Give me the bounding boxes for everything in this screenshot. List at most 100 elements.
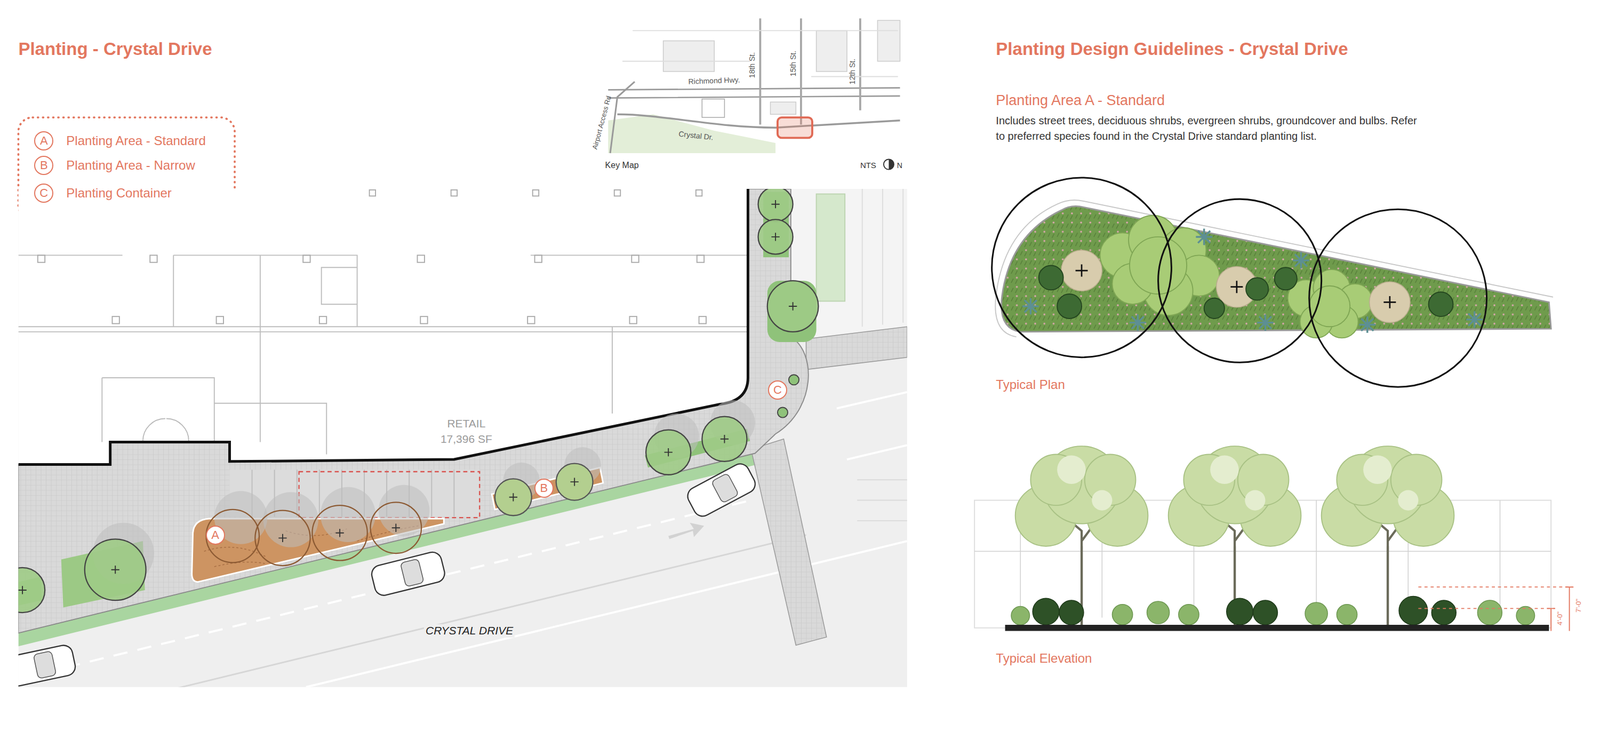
planting-container [777, 406, 788, 418]
shrub [1011, 606, 1030, 625]
key-map [617, 114, 901, 128]
callout-letter: B [34, 155, 54, 175]
car [684, 460, 758, 519]
shrub [1477, 600, 1502, 625]
road-name: CRYSTAL DRIVE [424, 624, 515, 637]
street-tree [494, 463, 594, 516]
tree-canopy [992, 177, 1172, 358]
area-name: RETAIL [446, 417, 486, 430]
column [369, 189, 376, 196]
curb [995, 200, 1554, 337]
car [684, 460, 758, 519]
street-tree [205, 509, 259, 563]
evergreen-shrub [1032, 597, 1060, 625]
building-outline [18, 188, 748, 465]
column [216, 316, 224, 324]
car [400, 558, 424, 587]
dimension: 7'-0" [1574, 598, 1583, 613]
evergreen-shrub [1059, 600, 1084, 625]
car [369, 549, 447, 597]
column [37, 189, 707, 324]
shrub [1011, 600, 1535, 625]
evergreen-shrub [1226, 597, 1254, 625]
canopy-highlight [1091, 489, 1112, 510]
deciduous-shrub [1309, 285, 1351, 327]
shrub [1305, 602, 1328, 625]
street-label: Crystal Dr. [678, 129, 715, 142]
column [534, 254, 542, 262]
key-map [605, 15, 904, 156]
north-label: N [897, 161, 903, 170]
column [112, 316, 119, 324]
legend-label: Planting Area - Narrow [66, 157, 195, 173]
street-label: Richmond Hwy. [688, 75, 741, 86]
site-plan [862, 188, 904, 327]
key-map [663, 20, 901, 115]
column [532, 189, 539, 196]
sidewalk [18, 188, 808, 633]
column [417, 254, 425, 262]
tree-canopy [1309, 209, 1487, 387]
callout-text: A [211, 529, 220, 541]
evergreen-shrub [1038, 265, 1064, 290]
evergreen-shrub [1431, 600, 1456, 625]
callout-text: A [40, 134, 48, 147]
legend-label: Planting Container [66, 185, 172, 201]
road-arrow [668, 522, 704, 540]
site-plan [18, 188, 907, 687]
canopy-highlight [1244, 489, 1266, 510]
site-plan [857, 479, 908, 521]
column [149, 254, 157, 262]
evergreen-shrub [1032, 595, 1456, 625]
canopy-highlight [1210, 454, 1239, 484]
key-map [760, 18, 861, 125]
canopy-highlight [1397, 489, 1419, 510]
grass-plant [1022, 228, 1483, 333]
column [631, 254, 639, 262]
shrub [1516, 606, 1535, 625]
evergreen-shrub [1398, 595, 1428, 625]
column [451, 189, 458, 196]
body-text: Includes street trees, deciduous shrubs,… [995, 113, 1423, 144]
column [302, 254, 310, 262]
car [18, 643, 77, 687]
dimension-line [1418, 586, 1573, 608]
callout-text: C [773, 384, 782, 396]
scale-note: NTS [860, 160, 877, 170]
street-tree [205, 501, 422, 566]
site-plan [18, 188, 907, 687]
building [18, 188, 748, 465]
shrub [1178, 604, 1199, 625]
tree-canopy [1015, 445, 1455, 547]
planting-container [788, 374, 799, 385]
map-caption: Key Map [605, 160, 639, 171]
callout-letter: A [205, 525, 226, 545]
column [629, 316, 637, 324]
key-map [610, 81, 635, 154]
evergreen-shrub [1057, 293, 1082, 319]
column [699, 316, 707, 324]
planting-bed [1001, 206, 1552, 332]
car [33, 650, 56, 679]
street-label: 12th St. [848, 58, 857, 85]
street-label: Airport Access Rd [590, 94, 613, 151]
evergreen-shrub [1252, 600, 1278, 625]
canopy-highlight [1057, 454, 1086, 484]
key-map [701, 99, 725, 118]
column [697, 254, 704, 262]
area-size: 17,396 SF [440, 432, 493, 446]
dimension: 4'-0" [1556, 611, 1565, 626]
tree-center [1075, 264, 1397, 309]
key-map [622, 30, 899, 77]
callout-letter: C [34, 183, 54, 203]
callout-letter: A [34, 131, 54, 151]
evergreen-shrub [1274, 267, 1298, 290]
dimension-line [1547, 586, 1574, 631]
key-map [608, 88, 900, 99]
tree-pit [1061, 250, 1411, 323]
column [37, 254, 45, 262]
callout-text: B [539, 482, 548, 494]
